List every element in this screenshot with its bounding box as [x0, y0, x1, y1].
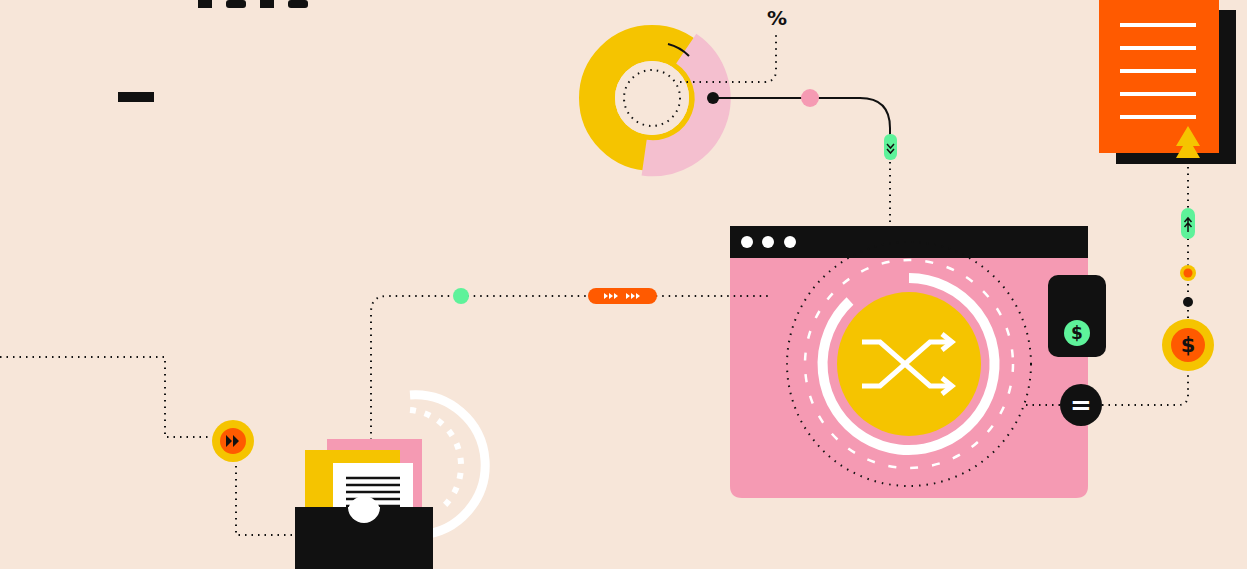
heading-fragment: [118, 0, 308, 102]
percent-sign: %: [767, 6, 787, 30]
wire: [1026, 160, 1196, 405]
equals-circle: =: [1060, 384, 1102, 426]
node-text: $: [1171, 328, 1205, 362]
node-text: =: [1070, 392, 1092, 418]
wire: [0, 288, 770, 535]
wire: [707, 89, 897, 240]
connector-line: [1102, 371, 1188, 405]
coin: $: [1162, 319, 1214, 371]
node-text: $: [1064, 320, 1090, 346]
badge-box: $: [1048, 275, 1106, 357]
app-window: [730, 226, 1088, 498]
file-tray: [295, 395, 485, 569]
donut-chart: [597, 34, 776, 159]
document: [1099, 0, 1236, 164]
dotted-connector: [1102, 371, 1188, 405]
shuffle-icon: [862, 334, 952, 394]
